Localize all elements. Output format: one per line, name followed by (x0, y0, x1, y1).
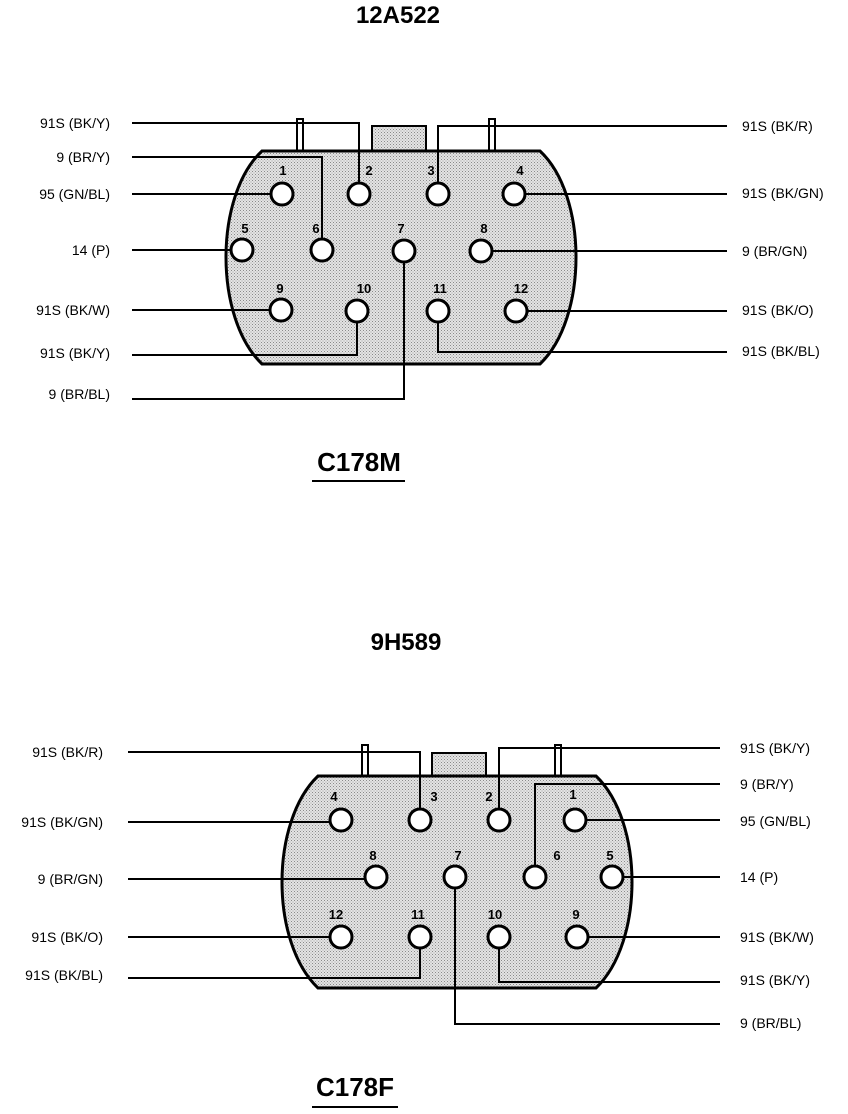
top-part-number: 12A522 (356, 2, 440, 29)
bottom-right-wire-label: 95 (GN/BL) (740, 813, 811, 829)
top-pin-label-5: 5 (241, 221, 248, 236)
top-pin-label-11: 11 (433, 281, 447, 296)
top-pin-label-3: 3 (427, 163, 434, 178)
bottom-left-wire-label: 91S (BK/O) (31, 929, 103, 945)
bottom-pin-6 (522, 864, 548, 890)
bottom-pin-label-2: 2 (485, 789, 492, 804)
top-right-wire-label: 91S (BK/O) (742, 302, 814, 318)
top-pin-7 (391, 238, 417, 264)
bottom-connector: 4 3 2 1 8 7 6 5 12 11 10 9 (128, 744, 720, 1025)
top-left-wire-label: 95 (GN/BL) (39, 186, 110, 202)
bottom-pin-label-7: 7 (454, 848, 461, 863)
top-pin-label-9: 9 (276, 281, 283, 296)
bottom-pin-7 (442, 864, 468, 890)
bottom-wire-2 (498, 747, 720, 820)
bottom-right-wire-label: 9 (BR/BL) (740, 1015, 801, 1031)
top-wire-6 (132, 156, 323, 250)
bottom-pin-2 (486, 807, 512, 833)
top-pin-11 (425, 298, 451, 324)
bottom-key-tab (431, 752, 487, 778)
top-pin-3 (425, 181, 451, 207)
bottom-wire-6 (534, 783, 720, 877)
top-pin-label-12: 12 (514, 281, 528, 296)
bottom-pin-5 (599, 864, 625, 890)
bottom-wire-3 (128, 751, 421, 820)
top-pin-label-2: 2 (365, 163, 372, 178)
top-left-wire-label: 91S (BK/Y) (40, 345, 110, 361)
bottom-part-number: 9H589 (371, 629, 442, 656)
top-left-wire-label: 91S (BK/W) (36, 302, 110, 318)
top-right-wire-label: 91S (BK/GN) (742, 185, 824, 201)
bottom-latch-right (554, 744, 562, 778)
bottom-pin-1 (562, 807, 588, 833)
bottom-right-wire-label: 91S (BK/Y) (740, 972, 810, 988)
top-pin-label-6: 6 (312, 221, 319, 236)
top-wire-11 (437, 311, 727, 353)
bottom-pin-12 (328, 924, 354, 950)
bottom-left-wire-label: 91S (BK/R) (32, 744, 103, 760)
top-pin-1 (269, 181, 295, 207)
bottom-wire-10 (498, 937, 720, 983)
bottom-pin-label-8: 8 (369, 848, 376, 863)
top-pin-8 (468, 238, 494, 264)
top-pin-6 (309, 237, 335, 263)
bottom-right-wire-label: 14 (P) (740, 869, 778, 885)
top-wire-7 (132, 251, 405, 400)
bottom-pin-8 (363, 864, 389, 890)
bottom-right-wire-label: 9 (BR/Y) (740, 776, 794, 792)
bottom-left-wire-label: 91S (BK/GN) (21, 814, 103, 830)
bottom-pin-label-10: 10 (488, 907, 502, 922)
bottom-connector-name: C178F (316, 1072, 394, 1102)
top-pin-label-7: 7 (397, 221, 404, 236)
top-left-wire-label: 9 (BR/Y) (56, 149, 110, 165)
top-latch-right (488, 118, 496, 154)
bottom-pin-3 (407, 807, 433, 833)
top-connector: 1 2 3 4 5 6 7 8 9 10 11 12 (132, 118, 727, 400)
top-wire-10 (132, 311, 358, 356)
bottom-pin-11 (407, 924, 433, 950)
bottom-pin-label-4: 4 (330, 789, 338, 804)
top-left-wire-label: 9 (BR/BL) (49, 386, 110, 402)
bottom-pin-10 (486, 924, 512, 950)
top-pin-4 (501, 181, 527, 207)
bottom-latch-left (361, 744, 369, 778)
top-right-wire-label: 91S (BK/R) (742, 118, 813, 134)
top-key-tab (371, 125, 427, 154)
top-pin-9 (268, 297, 294, 323)
top-right-wire-label: 9 (BR/GN) (742, 243, 807, 259)
top-pin-label-8: 8 (480, 221, 487, 236)
bottom-pin-label-3: 3 (430, 789, 437, 804)
bottom-left-wire-label: 91S (BK/BL) (25, 967, 103, 983)
top-wire-3 (437, 125, 727, 194)
top-wire-2 (132, 122, 360, 194)
top-pin-label-10: 10 (357, 281, 371, 296)
top-pin-12 (503, 298, 529, 324)
top-right-wire-label: 91S (BK/BL) (742, 343, 820, 359)
bottom-right-wire-label: 91S (BK/Y) (740, 740, 810, 756)
bottom-pin-9 (564, 924, 590, 950)
top-pin-10 (344, 298, 370, 324)
top-left-wire-label: 14 (P) (72, 242, 110, 258)
bottom-pin-label-12: 12 (329, 907, 343, 922)
top-pin-5 (229, 237, 255, 263)
top-pin-label-1: 1 (279, 163, 286, 178)
bottom-pin-label-11: 11 (411, 907, 425, 922)
bottom-pin-4 (328, 807, 354, 833)
bottom-pin-label-9: 9 (572, 907, 579, 922)
bottom-pin-label-1: 1 (569, 787, 576, 802)
bottom-wire-7 (454, 877, 720, 1025)
top-pin-2 (346, 181, 372, 207)
bottom-left-wire-label: 9 (BR/GN) (38, 871, 103, 887)
bottom-pin-label-5: 5 (606, 848, 613, 863)
bottom-right-wire-label: 91S (BK/W) (740, 929, 814, 945)
bottom-wire-11 (128, 937, 421, 979)
top-left-wire-label: 91S (BK/Y) (40, 115, 110, 131)
top-pin-label-4: 4 (516, 163, 524, 178)
bottom-pin-label-6: 6 (553, 848, 560, 863)
top-connector-name: C178M (317, 447, 401, 477)
top-latch-left (296, 118, 304, 154)
